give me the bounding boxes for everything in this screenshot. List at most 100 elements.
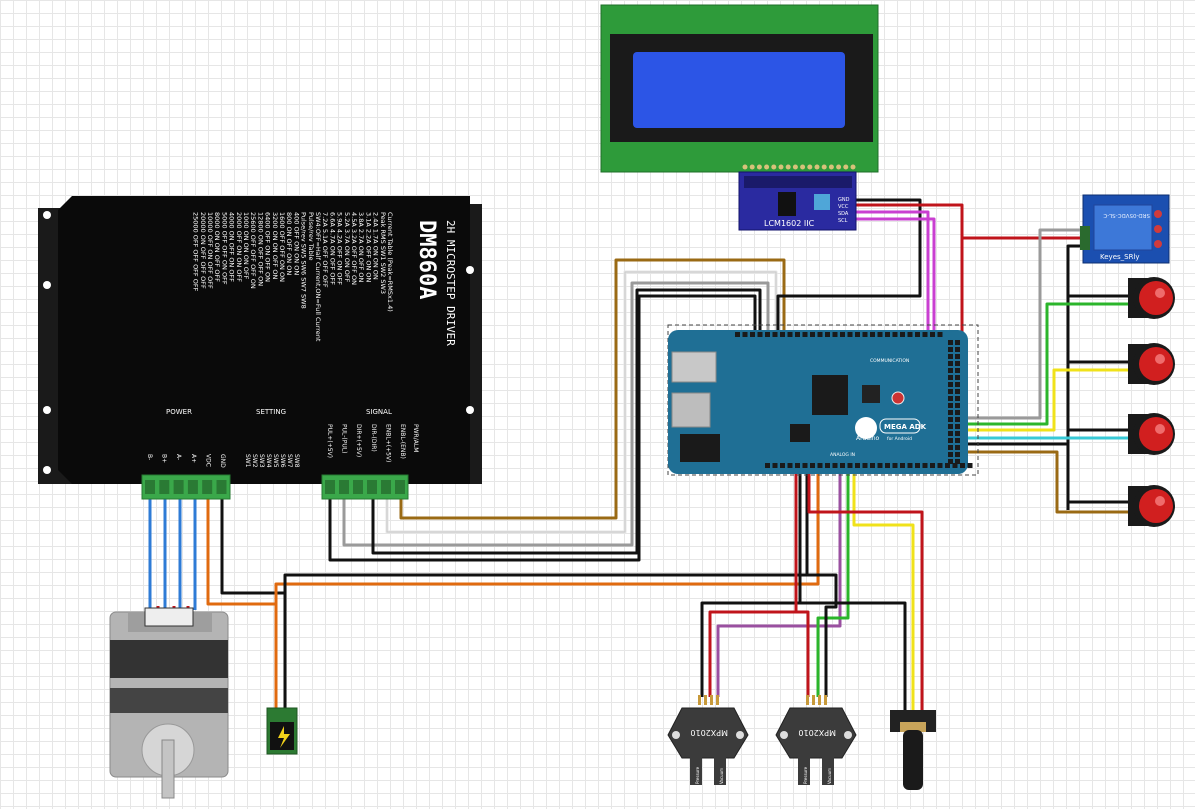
wire-lcd-scl xyxy=(856,217,936,333)
header-pin xyxy=(945,463,950,468)
header-pin xyxy=(787,463,793,468)
i2c-pin-label: SDA xyxy=(838,211,849,217)
terminal-screw xyxy=(145,480,155,494)
lcd-pad xyxy=(742,164,748,170)
driver-table-line: 400 OFF ON ON ON xyxy=(292,212,300,275)
wire-layer xyxy=(148,198,1135,712)
header-pin xyxy=(772,463,778,468)
push-button-3[interactable] xyxy=(1128,413,1175,455)
header-pin xyxy=(870,463,875,468)
driver-table-line: 5.9A 4.2A OFF ON OFF xyxy=(336,212,344,285)
header-pin xyxy=(948,389,953,394)
sensor-port-a: Pressure xyxy=(803,766,808,784)
sensor-port-a: Pressure xyxy=(695,766,700,784)
header-pin xyxy=(892,332,898,337)
driver-table-line: 6.6A 4.7A ON OFF OFF xyxy=(328,212,336,285)
header-pin xyxy=(948,417,953,422)
header-pin xyxy=(870,332,875,337)
header-pin xyxy=(952,463,958,468)
relay-label: Keyes_SRly xyxy=(1100,253,1140,261)
dc-barrel xyxy=(680,434,720,462)
header-pin xyxy=(948,445,953,450)
wire-btn1-green xyxy=(962,302,1135,426)
push-button-4[interactable] xyxy=(1128,485,1175,527)
driver-table-line: 4.5A 3.2A OFF OFF ON xyxy=(350,212,358,285)
driver-tables: Current Table (Peak=RMSx1.4)Peak RMS SW1… xyxy=(192,212,394,342)
header-pin xyxy=(885,463,890,468)
header-pin xyxy=(772,332,778,337)
arduino-board-label: MEGA ADK xyxy=(884,423,927,431)
usb-host-port xyxy=(671,392,711,428)
wire-sensor2-black xyxy=(807,573,838,697)
header-pin xyxy=(795,332,800,337)
lcd-pad xyxy=(756,164,762,170)
header-pin xyxy=(948,347,953,352)
driver-table-line: 2000 OFF ON ON OFF xyxy=(235,212,243,282)
wire-black-to-arduino xyxy=(283,470,809,593)
header-pin xyxy=(900,332,905,337)
header-pin xyxy=(877,332,883,337)
terminal-screw xyxy=(353,480,363,494)
header-pin xyxy=(802,463,808,468)
wire-pot-yellow xyxy=(852,470,915,712)
header-pin xyxy=(955,361,960,366)
header-pin xyxy=(955,438,960,443)
header-pin xyxy=(832,332,838,337)
driver-table-line: 3.1A 2.2A OFF ON ON xyxy=(364,212,372,283)
lcd-pad xyxy=(800,164,806,170)
arduino-brand: Arduino xyxy=(856,435,880,442)
wire-btn4-brown xyxy=(962,450,1135,514)
header-pin xyxy=(955,354,960,359)
signal-pin-label: PUL+(+5V) xyxy=(326,424,333,458)
driver-table-line: 25600 OFF OFF OFF ON xyxy=(249,212,257,289)
setting-pin-label: SW8 xyxy=(293,454,300,468)
wire-lcd-vcc xyxy=(856,203,964,333)
header-pin xyxy=(948,431,953,436)
header-pin xyxy=(930,463,935,468)
header-pin xyxy=(735,332,740,337)
terminal-screw xyxy=(173,480,184,494)
header-pin xyxy=(955,410,960,415)
header-pin xyxy=(948,368,953,373)
header-pin xyxy=(855,332,860,337)
header-pin xyxy=(948,396,953,401)
driver-table-line: 3.8A 2.7A ON OFF ON xyxy=(357,212,365,283)
header-pin xyxy=(948,438,953,443)
header-pin xyxy=(810,332,815,337)
power-terminal xyxy=(141,474,231,500)
terminal-screw xyxy=(339,480,349,494)
setting-pin-label: SW5 xyxy=(272,454,279,468)
header-pin xyxy=(877,463,883,468)
lcd-pad xyxy=(764,164,770,170)
header-pin xyxy=(937,332,943,337)
header-pin xyxy=(955,459,960,464)
header-pin xyxy=(840,463,845,468)
driver-table-line: 1600 OFF OFF ON ON xyxy=(278,212,286,282)
stepper-motor xyxy=(109,607,229,799)
header-pin xyxy=(955,431,960,436)
motor-connector xyxy=(144,607,194,627)
header-pin xyxy=(955,445,960,450)
header-pin xyxy=(955,340,960,345)
setting-pin-label: SW2 xyxy=(251,454,258,468)
mcu-chip xyxy=(812,375,848,415)
pot-knob xyxy=(903,730,923,790)
setting-pin-label: SW7 xyxy=(286,454,293,468)
driver-table-line: 5000 OFF OFF ON OFF xyxy=(220,212,228,285)
driver-model: DM860A xyxy=(414,220,439,299)
header-pin xyxy=(948,424,953,429)
header-pin xyxy=(955,403,960,408)
lcd-pad xyxy=(807,164,813,170)
push-button-2[interactable] xyxy=(1128,343,1175,385)
lcd-pad xyxy=(792,164,798,170)
power-pin-label: B+ xyxy=(161,454,168,463)
header-pin xyxy=(900,463,905,468)
reset-button xyxy=(891,391,905,405)
sensor-label: MPX2010 xyxy=(798,728,836,737)
header-pin xyxy=(765,332,770,337)
driver-section-signal: SIGNAL xyxy=(366,408,392,416)
header-pin xyxy=(787,332,793,337)
push-button-1[interactable] xyxy=(1128,277,1175,319)
